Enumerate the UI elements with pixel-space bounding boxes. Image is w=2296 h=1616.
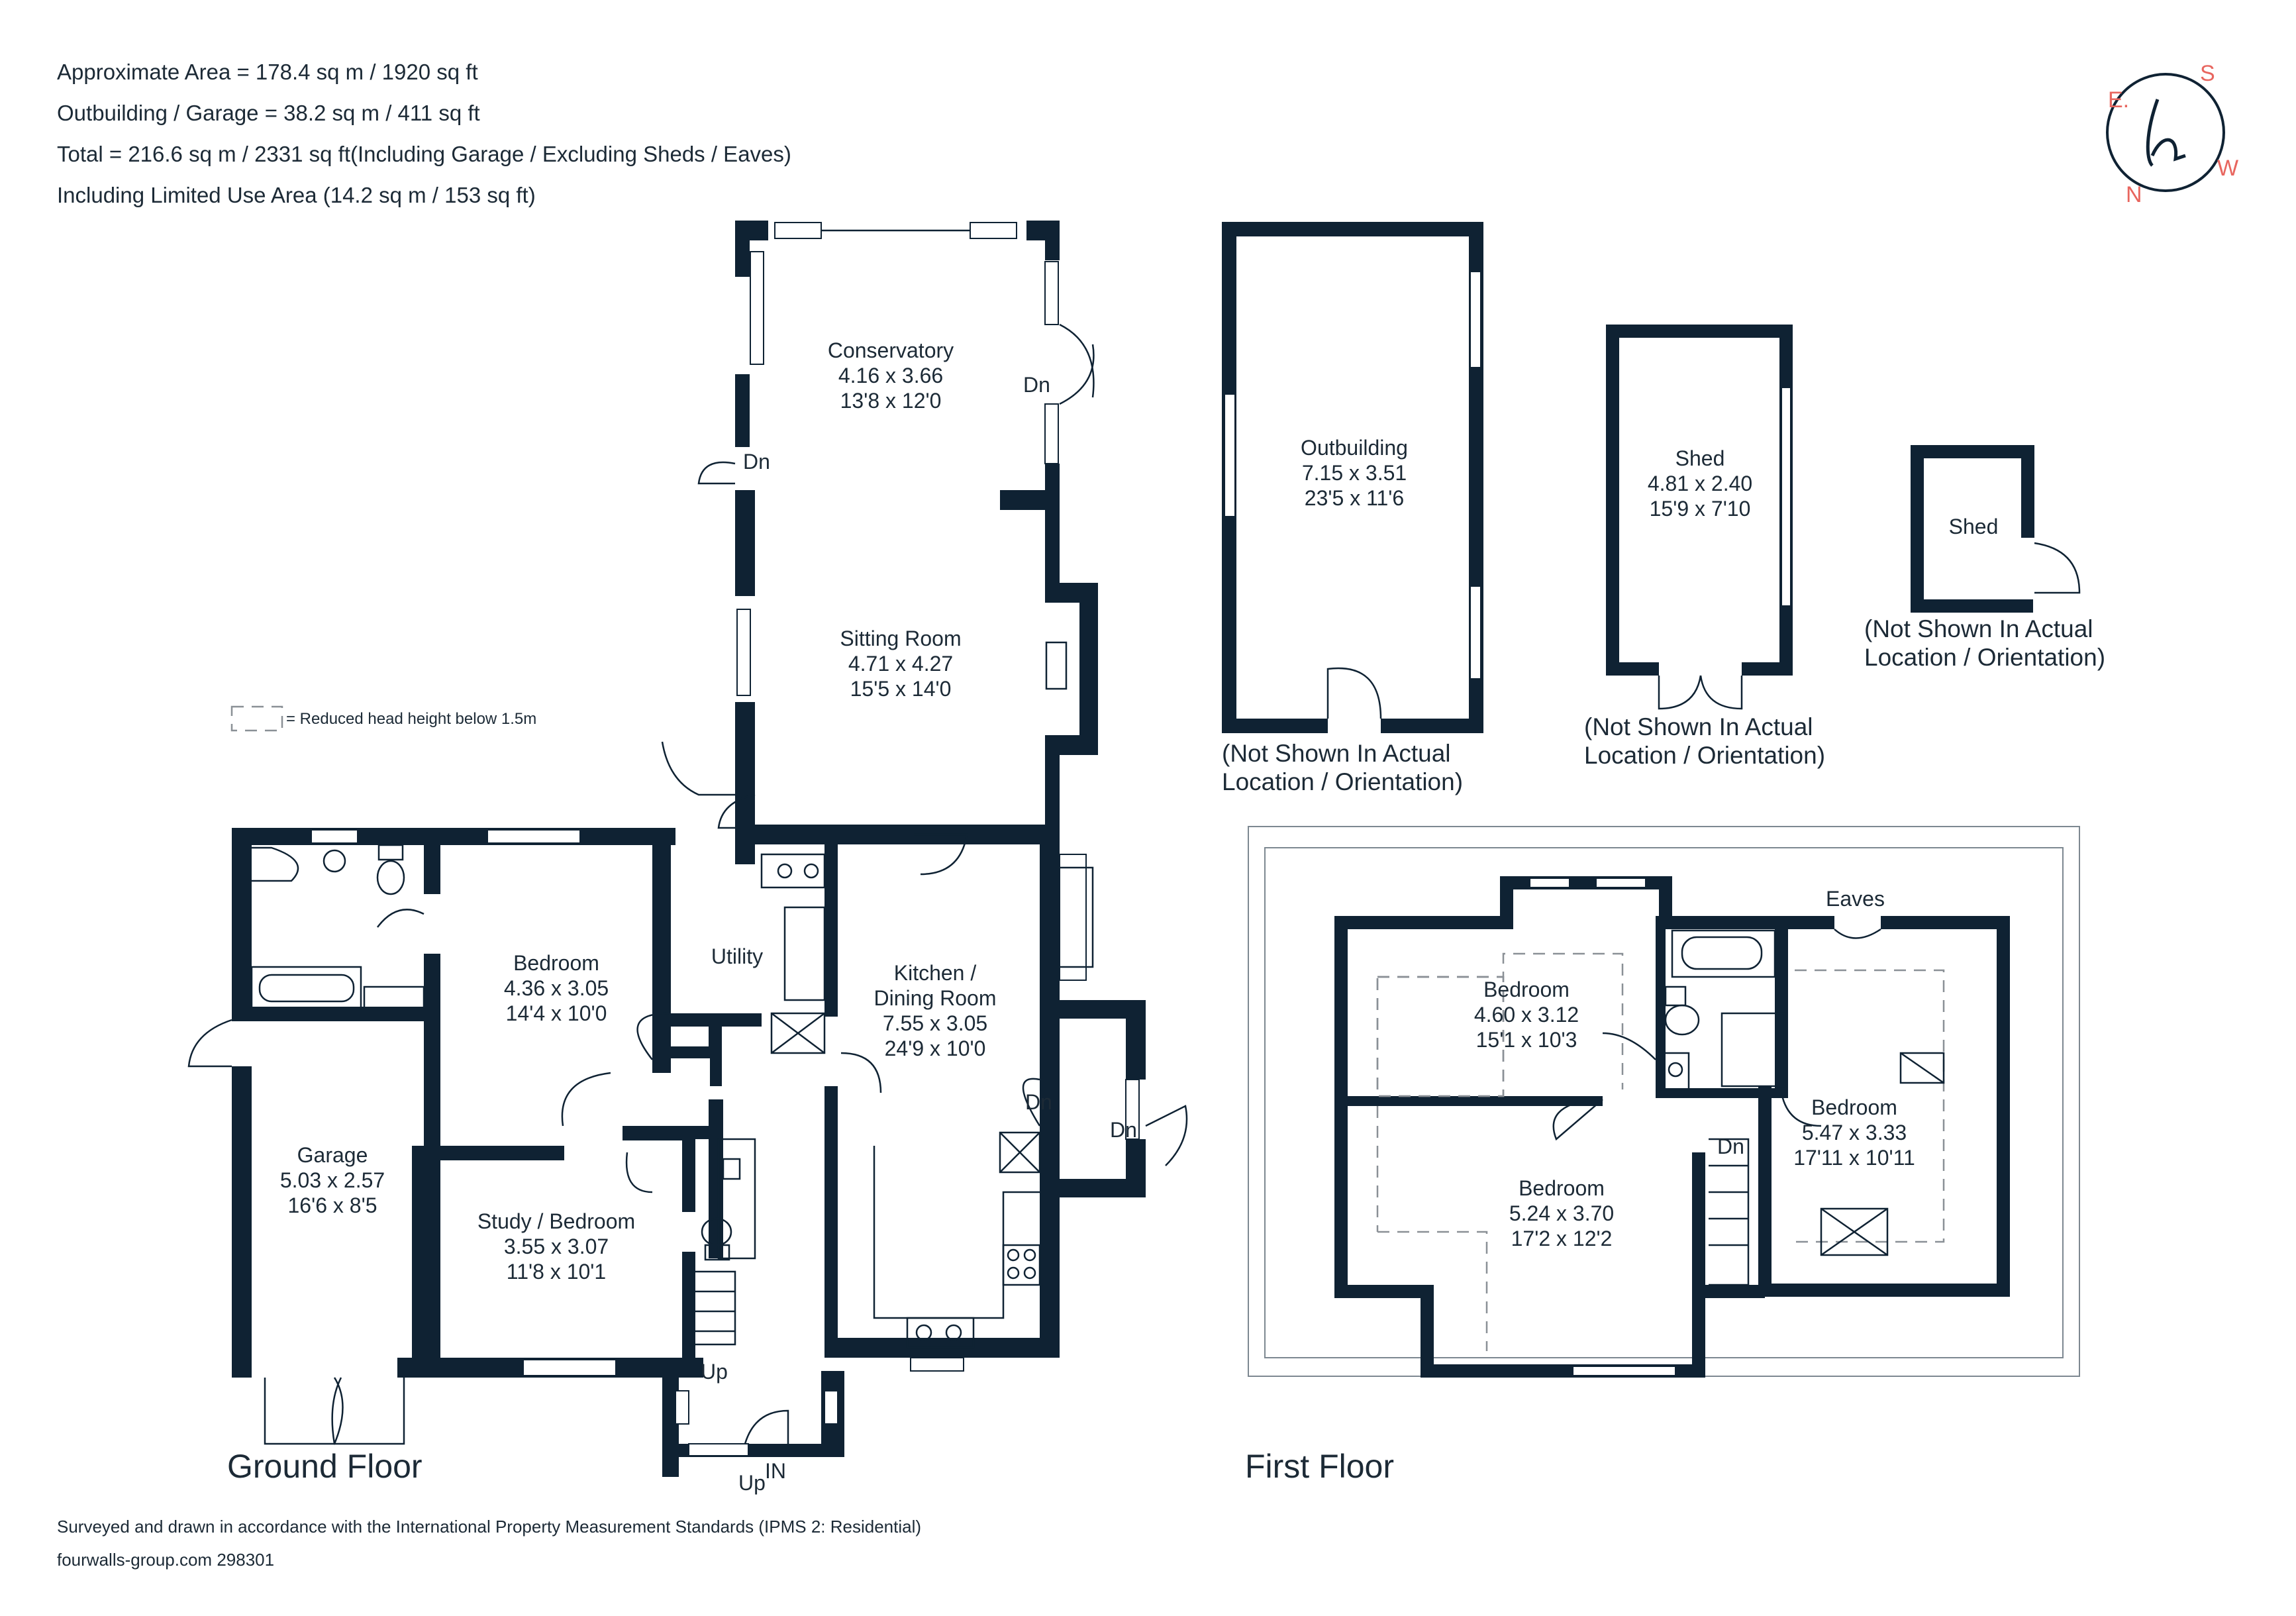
legend-dashed-box [230, 705, 283, 732]
room-outbuilding: Outbuilding 7.15 x 3.51 23'5 x 11'6 [1301, 436, 1408, 510]
outbuilding-metric: 7.15 x 3.51 [1302, 461, 1407, 485]
bedroom-first-1-name: Bedroom [1483, 978, 1570, 1001]
shed-2-name: Shed [1949, 515, 1999, 538]
stair-markers: Dn Dn Dn Dn Dn Up Up IN [701, 373, 1744, 1495]
room-bedroom-ground: Bedroom 4.36 x 3.05 14'4 x 10'0 [504, 951, 609, 1025]
outbuilding-area: Outbuilding / Garage = 38.2 sq m / 411 s… [57, 101, 480, 125]
room-bedroom-first-1: Bedroom 4.60 x 3.12 15'1 x 10'3 [1474, 978, 1579, 1052]
kitchen-imperial: 24'9 x 10'0 [885, 1036, 986, 1060]
kitchen-metric: 7.55 x 3.05 [883, 1011, 987, 1035]
up-marker: Up [738, 1471, 766, 1495]
sitting-room-name: Sitting Room [840, 627, 961, 650]
shed-2-plan [1911, 445, 2081, 613]
approximate-area: Approximate Area = 178.4 sq m / 1920 sq … [57, 60, 478, 84]
sitting-room-imperial: 15'5 x 14'0 [850, 677, 952, 701]
ground-floor-plan [187, 221, 1188, 1477]
ground-floor-title: Ground Floor [227, 1448, 423, 1485]
bedroom-first-2-imperial: 17'2 x 12'2 [1511, 1227, 1613, 1250]
room-bedroom-first-3: Bedroom 5.47 x 3.33 17'11 x 10'11 [1793, 1095, 1915, 1170]
up-marker: Up [701, 1360, 728, 1384]
bedroom-first-3-metric: 5.47 x 3.33 [1802, 1121, 1907, 1144]
room-labels: Conservatory 4.16 x 3.66 13'8 x 12'0 Sit… [280, 338, 1999, 1284]
bedroom-first-2-name: Bedroom [1519, 1176, 1605, 1200]
bedroom-first-1-imperial: 15'1 x 10'3 [1476, 1028, 1577, 1052]
kitchen-name-2: Dining Room [874, 986, 997, 1010]
legend-text: = Reduced head height below 1.5m [286, 710, 536, 728]
outbuilding-note-2: Location / Orientation) [1222, 768, 1463, 795]
survey-standard-note: Surveyed and drawn in accordance with th… [57, 1517, 922, 1537]
shed-1-note-1: (Not Shown In Actual [1584, 713, 1813, 740]
garage-imperial: 16'6 x 8'5 [288, 1193, 377, 1217]
room-study-bedroom: Study / Bedroom 3.55 x 3.07 11'8 x 10'1 [477, 1209, 635, 1284]
room-shed-2: Shed [1949, 515, 1999, 538]
study-name: Study / Bedroom [477, 1209, 635, 1233]
website-reference: fourwalls-group.com 298301 [57, 1550, 275, 1570]
shed-1-plan [1606, 325, 1793, 710]
garage-metric: 5.03 x 2.57 [280, 1168, 385, 1192]
bedroom-ground-metric: 4.36 x 3.05 [504, 976, 609, 1000]
outbuilding-plan [1222, 222, 1483, 733]
bedroom-first-2-metric: 5.24 x 3.70 [1509, 1201, 1614, 1225]
utility-name: Utility [711, 944, 763, 968]
compass-s: S [2200, 61, 2215, 86]
legend: = Reduced head height below 1.5m [230, 705, 536, 732]
shed-1-metric: 4.81 x 2.40 [1648, 472, 1752, 495]
shed-1-name: Shed [1675, 446, 1725, 470]
study-metric: 3.55 x 3.07 [504, 1235, 609, 1258]
outbuilding-imperial: 23'5 x 11'6 [1305, 486, 1404, 510]
room-sitting-room: Sitting Room 4.71 x 4.27 15'5 x 14'0 [840, 627, 961, 701]
bedroom-ground-name: Bedroom [513, 951, 599, 975]
dn-marker: Dn [1025, 1090, 1052, 1114]
first-floor-title: First Floor [1245, 1448, 1394, 1485]
shed-1-imperial: 15'9 x 7'10 [1650, 497, 1751, 521]
dn-marker: Dn [1717, 1135, 1744, 1158]
bedroom-first-3-name: Bedroom [1811, 1095, 1897, 1119]
shed-1-note-2: Location / Orientation) [1584, 742, 1825, 769]
eaves-label: Eaves [1826, 887, 1885, 911]
compass-logo: E. S W N [2106, 61, 2238, 207]
compass-e: E. [2108, 87, 2129, 113]
sitting-room-metric: 4.71 x 4.27 [848, 652, 953, 676]
compass-w: W [2217, 156, 2238, 181]
outbuilding-note-1: (Not Shown In Actual [1222, 740, 1451, 767]
bedroom-ground-imperial: 14'4 x 10'0 [506, 1001, 607, 1025]
area-summary: Approximate Area = 178.4 sq m / 1920 sq … [57, 52, 791, 216]
room-bedroom-first-2: Bedroom 5.24 x 3.70 17'2 x 12'2 [1509, 1176, 1614, 1250]
room-kitchen-dining: Kitchen / Dining Room 7.55 x 3.05 24'9 x… [874, 961, 997, 1060]
room-conservatory: Conservatory 4.16 x 3.66 13'8 x 12'0 [828, 338, 954, 413]
conservatory-imperial: 13'8 x 12'0 [840, 389, 942, 413]
shed-2-note-1: (Not Shown In Actual [1864, 615, 2093, 642]
study-imperial: 11'8 x 10'1 [507, 1260, 606, 1284]
dn-marker: Dn [743, 450, 770, 474]
conservatory-name: Conservatory [828, 338, 954, 362]
in-marker: IN [765, 1459, 786, 1483]
limited-use-area: Including Limited Use Area (14.2 sq m / … [57, 183, 536, 207]
footer: Surveyed and drawn in accordance with th… [57, 1510, 921, 1576]
garage-name: Garage [297, 1143, 368, 1167]
dn-marker: Dn [1110, 1118, 1137, 1142]
room-utility: Utility [711, 944, 763, 968]
bedroom-first-1-metric: 4.60 x 3.12 [1474, 1003, 1579, 1027]
dn-marker: Dn [1023, 373, 1050, 397]
total-area: Total = 216.6 sq m / 2331 sq ft(Includin… [57, 142, 791, 166]
bedroom-first-3-imperial: 17'11 x 10'11 [1793, 1146, 1915, 1170]
room-garage: Garage 5.03 x 2.57 16'6 x 8'5 [280, 1143, 385, 1217]
outbuilding-name: Outbuilding [1301, 436, 1408, 460]
kitchen-name-1: Kitchen / [894, 961, 977, 985]
shed-2-note-2: Location / Orientation) [1864, 644, 2105, 671]
conservatory-metric: 4.16 x 3.66 [838, 364, 943, 387]
room-shed-1: Shed 4.81 x 2.40 15'9 x 7'10 [1648, 446, 1752, 521]
first-floor-plan [1248, 826, 2080, 1378]
compass-n: N [2126, 182, 2142, 207]
orientation-notes: (Not Shown In Actual Location / Orientat… [1222, 615, 2105, 911]
